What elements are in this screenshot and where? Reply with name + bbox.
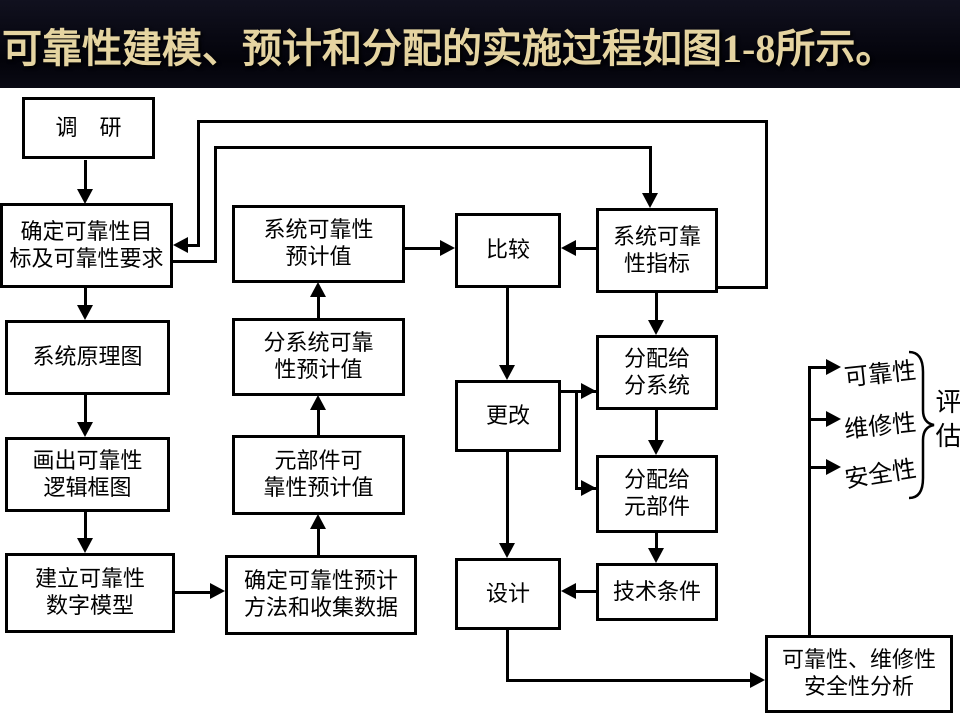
connector-line — [317, 297, 320, 318]
arrowhead-icon — [310, 514, 326, 529]
label-evaluation: 评估 — [932, 388, 960, 456]
box-allocate-subsystem: 分配给 分系统 — [596, 335, 718, 410]
box-prediction-method-data-collection: 确定可靠性预计 方法和收集数据 — [225, 555, 417, 635]
box-design: 设计 — [455, 558, 561, 630]
connector-line — [506, 452, 509, 543]
arrowhead-icon — [210, 583, 225, 599]
connector-line — [649, 147, 652, 193]
connector-line — [808, 368, 811, 635]
arrowhead-icon — [750, 672, 765, 688]
connector-line — [84, 395, 87, 423]
connector-line — [808, 466, 828, 469]
connector-line — [655, 293, 658, 321]
connector-line — [84, 160, 87, 189]
connector-line — [317, 529, 320, 555]
box-subsystem-reliability-prediction: 分系统可靠 性预计值 — [232, 318, 405, 396]
arrowhead-icon — [648, 320, 664, 335]
arrowhead-icon — [642, 193, 658, 208]
box-system-schematic: 系统原理图 — [5, 320, 170, 395]
box-reliability-logic-diagram: 画出可靠性 逻辑框图 — [5, 437, 170, 512]
arrowhead-icon — [826, 359, 841, 375]
box-modify: 更改 — [455, 380, 561, 452]
connector-line — [575, 247, 596, 250]
connector-line — [506, 288, 509, 366]
arrowhead-icon — [77, 538, 93, 553]
arrowhead-icon — [581, 383, 596, 399]
connector-line — [575, 391, 578, 490]
connector-line — [808, 418, 828, 421]
box-allocate-component: 分配给 元部件 — [596, 455, 718, 533]
arrowhead-icon — [648, 440, 664, 455]
connector-line — [561, 390, 597, 393]
connector-line — [214, 146, 652, 149]
arrowhead-icon — [440, 240, 455, 256]
arrowhead-icon — [581, 480, 596, 496]
connector-line — [84, 288, 87, 307]
box-investigation: 调 研 — [22, 97, 155, 159]
box-component-reliability-prediction: 元部件可 靠性预计值 — [232, 435, 405, 515]
box-determine-reliability-goals: 确定可靠性目 标及可靠性要求 — [0, 203, 173, 288]
connector-line — [197, 121, 200, 247]
connector-line — [765, 121, 768, 289]
connector-line — [575, 590, 596, 593]
arrowhead-icon — [499, 543, 515, 558]
connector-line — [173, 260, 217, 263]
title-bar: 可靠性建模、预计和分配的实施过程如图1-8所示。 — [0, 0, 960, 88]
arrowhead-icon — [561, 240, 576, 256]
arrowhead-icon — [648, 548, 664, 563]
arrowhead-icon — [499, 365, 515, 380]
connector-line — [655, 533, 658, 549]
connector-line — [655, 410, 658, 441]
connector-line — [317, 410, 320, 435]
arrowhead-icon — [310, 282, 326, 297]
box-compare: 比较 — [455, 213, 561, 288]
box-technical-conditions: 技术条件 — [596, 563, 718, 621]
arrowhead-icon — [77, 189, 93, 204]
evaluation-brace — [908, 350, 935, 500]
box-system-reliability-prediction: 系统可靠性 预计值 — [232, 205, 405, 283]
connector-line — [506, 679, 752, 682]
arrowhead-icon — [310, 395, 326, 410]
connector-line — [506, 630, 509, 682]
connector-line — [405, 247, 441, 250]
connector-line — [84, 512, 87, 539]
connector-line — [808, 366, 828, 369]
arrowhead-icon — [561, 583, 576, 599]
box-rms-analysis: 可靠性、维修性 安全性分析 — [765, 635, 953, 713]
arrowhead-icon — [77, 305, 93, 320]
arrowhead-icon — [826, 459, 841, 475]
slide-title: 可靠性建模、预计和分配的实施过程如图1-8所示。 — [2, 26, 896, 71]
connector-line — [188, 244, 200, 247]
connector-line — [175, 591, 212, 594]
connector-line — [718, 286, 768, 289]
connector-line — [214, 147, 217, 263]
arrowhead-icon — [77, 422, 93, 437]
connector-line — [197, 120, 768, 123]
box-system-reliability-index: 系统可靠 性指标 — [596, 208, 718, 293]
arrowhead-icon — [826, 411, 841, 427]
arrowhead-icon — [173, 237, 188, 253]
box-reliability-math-model: 建立可靠性 数字模型 — [5, 553, 175, 633]
